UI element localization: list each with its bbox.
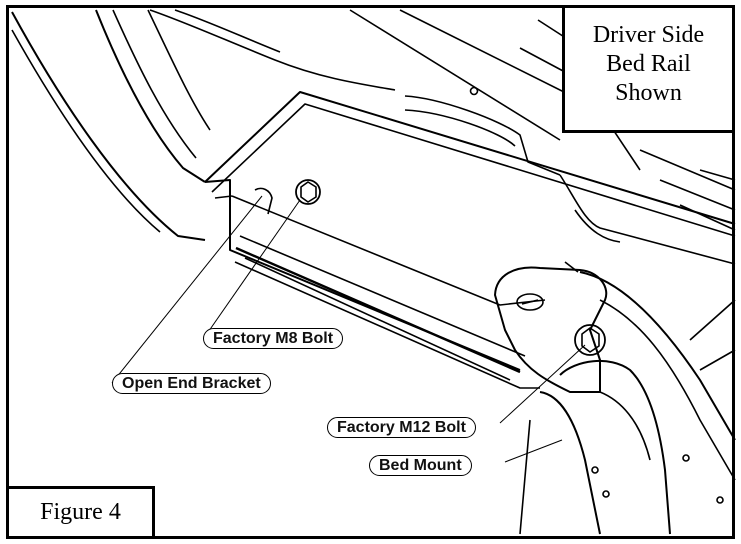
- figure-label: Figure 4: [6, 486, 155, 539]
- mount-strap: [579, 271, 736, 441]
- m12-bolt-head: [581, 327, 600, 353]
- rail-top-flange: [204, 91, 736, 225]
- mount-hole: [602, 490, 610, 498]
- mount-hole: [682, 454, 690, 462]
- callout-bed-mount: Bed Mount: [369, 455, 472, 476]
- view-note-line: Shown: [615, 80, 682, 106]
- bed-mount-leg: [559, 359, 671, 535]
- callout-factory-m8-bolt: Factory M8 Bolt: [203, 328, 344, 349]
- bed-side-inner-edge: [112, 9, 197, 159]
- bed-side-arch: [149, 9, 396, 91]
- m8-bolt-head: [300, 181, 317, 203]
- callout-open-end-bracket: Open End Bracket: [112, 373, 271, 394]
- mount-slot: [516, 293, 544, 311]
- bracket-lower-edge: [234, 261, 540, 389]
- leader-mount: [504, 439, 563, 463]
- view-note-box: Driver Side Bed Rail Shown: [562, 5, 735, 133]
- m12-bolt-washer: [574, 324, 606, 356]
- bracket-face: [204, 179, 521, 371]
- leader-m8: [203, 199, 301, 339]
- figure-frame: [6, 5, 735, 539]
- leader-m12: [499, 344, 586, 424]
- mount-hole: [591, 466, 599, 474]
- m8-bolt-washer: [295, 179, 321, 205]
- mount-plate: [494, 266, 608, 393]
- rail-step: [404, 95, 561, 176]
- leader-bracket: [111, 195, 263, 384]
- callout-factory-m12-bolt: Factory M12 Bolt: [327, 417, 476, 438]
- bed-side-outer-edge: [95, 9, 206, 183]
- bed-side-outer-curve: [11, 11, 206, 241]
- mount-hole: [716, 496, 724, 504]
- bed-hole: [469, 86, 479, 96]
- view-note-line: Bed Rail: [606, 51, 691, 77]
- view-note-line: Driver Side: [592, 22, 705, 48]
